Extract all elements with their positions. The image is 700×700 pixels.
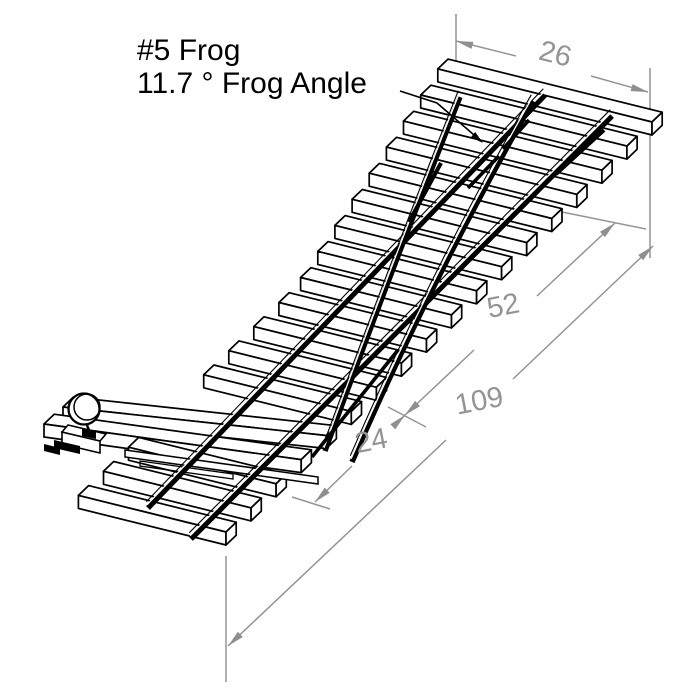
- arrowhead: [630, 84, 648, 92]
- dimension-52-label: 52: [484, 287, 522, 325]
- dimension-26-label: 26: [536, 35, 575, 74]
- arrowhead: [470, 132, 483, 143]
- tie-face: [500, 256, 513, 281]
- arrowhead: [456, 41, 474, 49]
- frog-leader-arrowhead: [470, 132, 483, 143]
- rail: [146, 93, 547, 510]
- dim-line-109: [227, 245, 654, 647]
- arrowhead: [405, 400, 420, 415]
- rail: [145, 88, 544, 503]
- target-disc-inner: [73, 393, 101, 421]
- extension-line: [291, 496, 331, 510]
- tie-face: [425, 328, 438, 353]
- tie-face: [350, 400, 363, 426]
- rail: [349, 94, 532, 456]
- tie-face: [475, 280, 488, 305]
- rail: [322, 96, 463, 452]
- extension-line: [387, 406, 427, 428]
- arrowhead: [315, 487, 330, 502]
- arrowhead: [638, 246, 653, 261]
- dimension-arrowheads: [228, 41, 653, 646]
- frog-callout-line1: #5 Frog: [137, 34, 240, 67]
- rail: [188, 109, 611, 534]
- rail: [501, 118, 531, 151]
- rail: [407, 162, 443, 223]
- rail: [323, 93, 460, 448]
- arrowhead: [390, 415, 405, 430]
- rail: [554, 128, 606, 176]
- tie-face: [525, 231, 538, 257]
- switch-stand: [44, 392, 319, 485]
- extension-line: [561, 211, 647, 230]
- crossties: [43, 58, 664, 546]
- rail: [349, 99, 536, 464]
- tie-face: [651, 111, 664, 136]
- tie-face: [550, 207, 563, 233]
- frog-callout-line2: 11.7 ° Frog Angle: [137, 67, 367, 100]
- stand-clamp: [54, 440, 80, 454]
- tie-face: [601, 159, 613, 185]
- rails: [145, 88, 614, 541]
- tie-face: [626, 135, 638, 160]
- tie-face: [250, 497, 263, 522]
- dimension-24-label: 24: [352, 422, 390, 460]
- tie-face: [450, 304, 463, 329]
- target-mast: [85, 424, 92, 434]
- arrowhead: [600, 223, 615, 238]
- stand-clamp: [82, 429, 96, 439]
- arrowhead: [228, 631, 243, 646]
- rail: [189, 114, 614, 541]
- throw-bar-slot: [139, 460, 234, 480]
- rail: [466, 154, 501, 190]
- tie-face: [400, 352, 413, 378]
- rail: [189, 112, 612, 537]
- tie-face: [300, 448, 313, 474]
- rail: [322, 90, 459, 445]
- stand-clamp: [44, 444, 60, 455]
- dimension-109-label: 109: [452, 381, 506, 422]
- tie-face: [225, 521, 238, 546]
- rail: [310, 348, 400, 459]
- frog-leader-line: [399, 90, 482, 142]
- rail: [146, 91, 545, 506]
- tie-face: [575, 183, 588, 209]
